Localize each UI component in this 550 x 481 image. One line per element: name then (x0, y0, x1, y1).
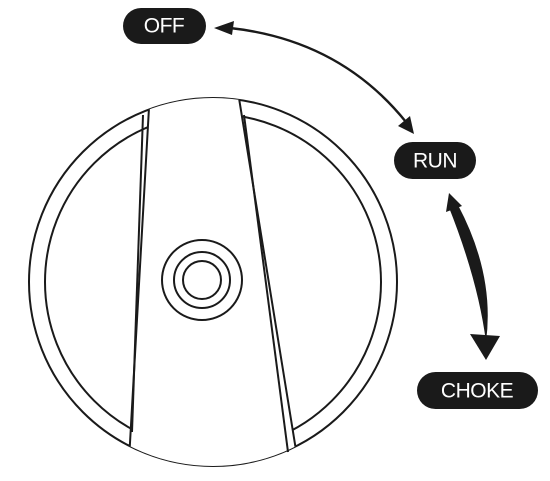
grip-edge-left (131, 114, 144, 433)
run-label: RUN (394, 142, 476, 179)
run-label-pill (394, 142, 476, 179)
grip-edge-right (243, 114, 289, 453)
off-label: OFF (123, 8, 206, 44)
run-arrowhead-bottom (446, 193, 462, 212)
run-choke-arrow-shaft (448, 205, 488, 342)
choke-label: CHOKE (417, 372, 538, 409)
off-label-pill (123, 8, 206, 44)
choke-label-pill (417, 372, 538, 409)
choke-arrowhead (470, 334, 500, 360)
off-label-text: OFF (144, 15, 185, 38)
off-run-arrow (214, 21, 414, 134)
off-arrowhead (214, 21, 234, 35)
knob-hub-inner (182, 260, 222, 300)
run-arrowhead-top (398, 116, 414, 134)
run-choke-arrow (446, 193, 500, 360)
choke-label-text: CHOKE (441, 380, 514, 403)
knob-hub-middle (173, 251, 231, 309)
run-label-text: RUN (413, 150, 457, 173)
choke-knob (28, 97, 398, 467)
off-run-arrow-shaft (229, 26, 407, 123)
